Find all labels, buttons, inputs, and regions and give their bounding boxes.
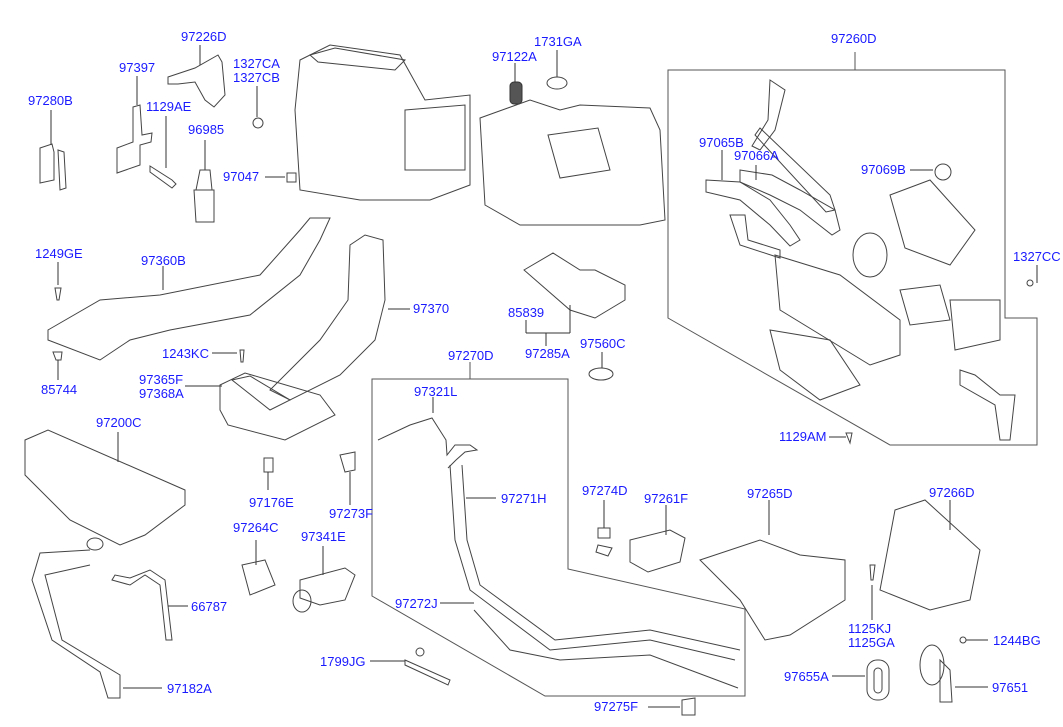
label-1327cb[interactable]: 1327CB [233,70,280,85]
label-1125kj-1125ga: 1125KJ 1125GA [848,622,895,650]
label-97069b[interactable]: 97069B [861,162,906,177]
label-97272j[interactable]: 97272J [395,596,438,611]
label-97365f-97368a: 97365F 97368A [139,373,184,401]
label-97182a[interactable]: 97182A [167,681,212,696]
label-96985[interactable]: 96985 [188,122,225,137]
label-1243kc[interactable]: 1243KC [162,346,209,361]
label-1327cc[interactable]: 1327CC [1013,249,1061,264]
label-97271h[interactable]: 97271H [501,491,547,506]
part-97560c-gasket [588,352,614,381]
part-97321l-hose [377,397,479,469]
label-1129ae[interactable]: 1129AE [146,99,192,114]
part-97370-duct [269,234,410,401]
label-66787[interactable]: 66787 [191,599,228,614]
part-97176e-clip [263,457,274,490]
label-97560c[interactable]: 97560C [580,336,626,351]
part-97273f-bracket [339,451,356,505]
label-97273f[interactable]: 97273F [329,506,374,521]
part-97365f-vent [185,372,336,441]
part-97260d-assembly [705,79,1016,441]
label-97274d[interactable]: 97274D [582,483,628,498]
part-97280b-connector [39,110,67,191]
label-1249ge[interactable]: 1249GE [35,246,83,261]
label-1799jg[interactable]: 1799JG [320,654,366,669]
part-97047-clip [265,172,297,183]
label-97370[interactable]: 97370 [413,301,450,316]
label-97047[interactable]: 97047 [223,169,260,184]
part-66787-hose [111,569,188,641]
label-97264c[interactable]: 97264C [233,520,279,535]
part-blower-case [479,99,666,226]
label-1125kj[interactable]: 1125KJ [848,621,892,636]
label-1731ga[interactable]: 1731GA [534,34,582,49]
label-1125ga[interactable]: 1125GA [848,635,895,650]
label-97360b[interactable]: 97360B [141,253,186,268]
part-85744-clip [52,351,63,380]
label-97200c[interactable]: 97200C [96,415,142,430]
part-97360b-duct [47,217,331,361]
part-heater-case-left [294,44,471,201]
part-97122a-filter [509,63,523,105]
label-97270d[interactable]: 97270D [448,348,494,363]
part-96985-sensor [193,140,215,223]
label-1244bg[interactable]: 1244BG [993,633,1041,648]
label-97261f[interactable]: 97261F [644,491,689,506]
label-97285a[interactable]: 97285A [525,346,570,361]
label-97260d[interactable]: 97260D [831,31,877,46]
part-97226d-bracket [167,45,226,108]
part-97272j-hose [440,602,739,689]
part-97655a-grommet [832,659,890,701]
part-1249ge-screw [54,262,62,301]
part-97271h-hose [449,464,741,661]
part-97266d-cover [879,499,981,611]
label-97397[interactable]: 97397 [119,60,156,75]
label-97280b[interactable]: 97280B [28,93,73,108]
part-1327ca-nut [252,86,264,129]
part-97200c-duct [24,429,186,546]
label-97651[interactable]: 97651 [992,680,1029,695]
label-1129am[interactable]: 1129AM [779,429,827,444]
part-1799jg-cable-tie [370,647,451,686]
part-97285a-cover [523,252,626,346]
part-1244bg-screw [959,636,988,644]
part-97265d-cover [699,500,846,641]
label-97365f[interactable]: 97365F [139,372,184,387]
part-97182a-hose [31,537,162,699]
label-97275f[interactable]: 97275F [594,699,639,714]
part-97275f-clamp [648,697,696,716]
leaders-97260d [721,150,1038,445]
label-97176e[interactable]: 97176E [249,495,294,510]
part-1125kj-bolt [869,564,876,620]
label-97266d[interactable]: 97266D [929,485,975,500]
assembly-frame-97270d [371,362,746,697]
part-1243kc-screw [212,349,245,363]
label-97066a[interactable]: 97066A [734,148,779,163]
part-97261f-valve [629,505,686,573]
assembly-frame-97260d [667,52,1038,446]
part-1129ae-bolt [149,116,177,189]
label-97265d[interactable]: 97265D [747,486,793,501]
label-85839[interactable]: 85839 [508,305,545,320]
part-97651-duct [919,644,988,703]
part-97264c-actuator [241,540,276,596]
label-1327ca[interactable]: 1327CA [233,56,280,71]
label-1327ca-cb: 1327CA 1327CB [233,57,280,85]
label-97655a[interactable]: 97655A [784,669,829,684]
label-97341e[interactable]: 97341E [301,529,346,544]
part-97274d-clip [595,500,613,557]
label-97065b[interactable]: 97065B [699,135,744,150]
label-97368a[interactable]: 97368A [139,386,184,401]
part-1731ga-plug [546,50,568,90]
part-97341e-valve [292,546,356,613]
label-97122a[interactable]: 97122A [492,49,537,64]
label-97226d[interactable]: 97226D [181,29,227,44]
part-97397-bracket [116,76,153,174]
label-85744[interactable]: 85744 [41,382,78,397]
label-97321l[interactable]: 97321L [414,384,458,399]
